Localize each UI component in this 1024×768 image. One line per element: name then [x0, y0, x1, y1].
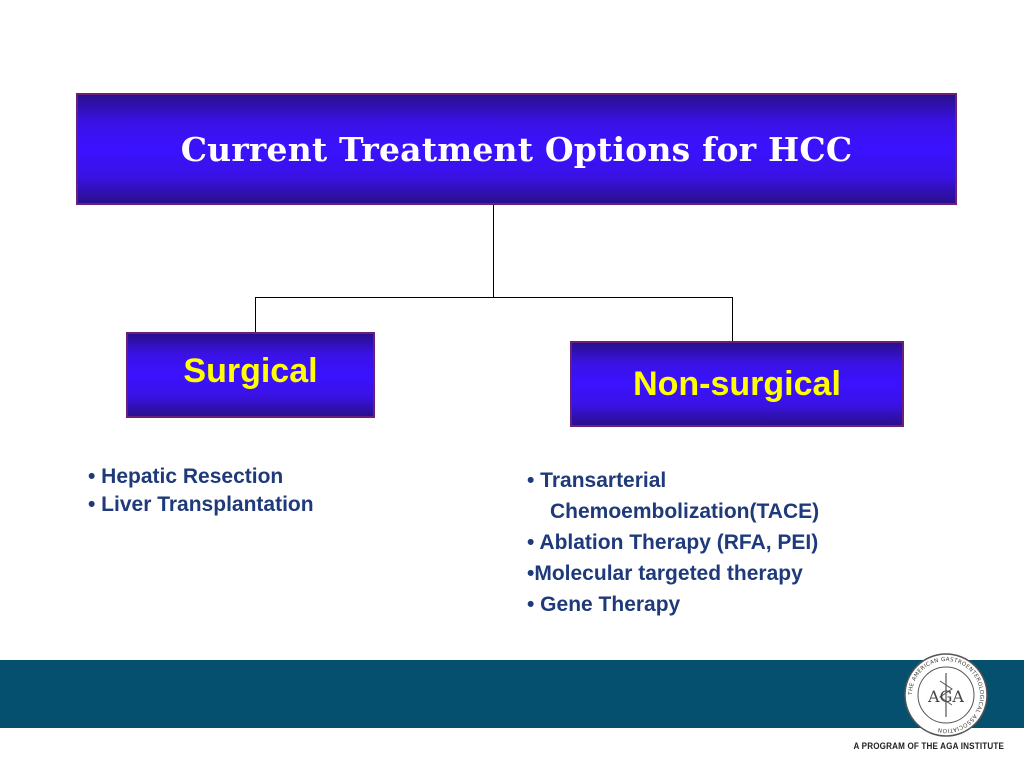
aga-seal-logo: THE AMERICAN GASTROENTEROLOGICAL ASSOCIA…	[904, 653, 988, 737]
non-surgical-box: Non-surgical	[570, 341, 904, 427]
seal-monogram: AGA	[927, 687, 964, 706]
connector-horizontal	[255, 297, 733, 298]
title-box: Current Treatment Options for HCC	[76, 93, 957, 205]
list-item: • Liver Transplantation	[88, 493, 314, 516]
connector-left	[255, 297, 256, 332]
footer-bar	[0, 660, 1024, 728]
diagram-title: Current Treatment Options for HCC	[180, 129, 853, 169]
surgical-label: Surgical	[183, 352, 318, 390]
list-item: • Hepatic Resection	[88, 465, 284, 488]
list-item: • Transarterial	[527, 469, 667, 492]
list-item: •Molecular targeted therapy	[527, 562, 803, 585]
connector-right	[732, 297, 733, 341]
surgical-options-list: • Hepatic Resection • Liver Transplantat…	[88, 463, 314, 519]
list-item: Chemoembolization(TACE)	[550, 500, 820, 523]
program-text: A PROGRAM OF THE AGA INSTITUTE	[853, 741, 1004, 752]
list-item: • Ablation Therapy (RFA, PEI)	[527, 531, 819, 554]
non-surgical-options-list: • Transarterial Chemoembolization(TACE) …	[527, 465, 819, 620]
list-item: • Gene Therapy	[527, 593, 681, 616]
connector-trunk	[493, 205, 494, 298]
surgical-box: Surgical	[126, 332, 375, 418]
non-surgical-label: Non-surgical	[633, 364, 841, 403]
